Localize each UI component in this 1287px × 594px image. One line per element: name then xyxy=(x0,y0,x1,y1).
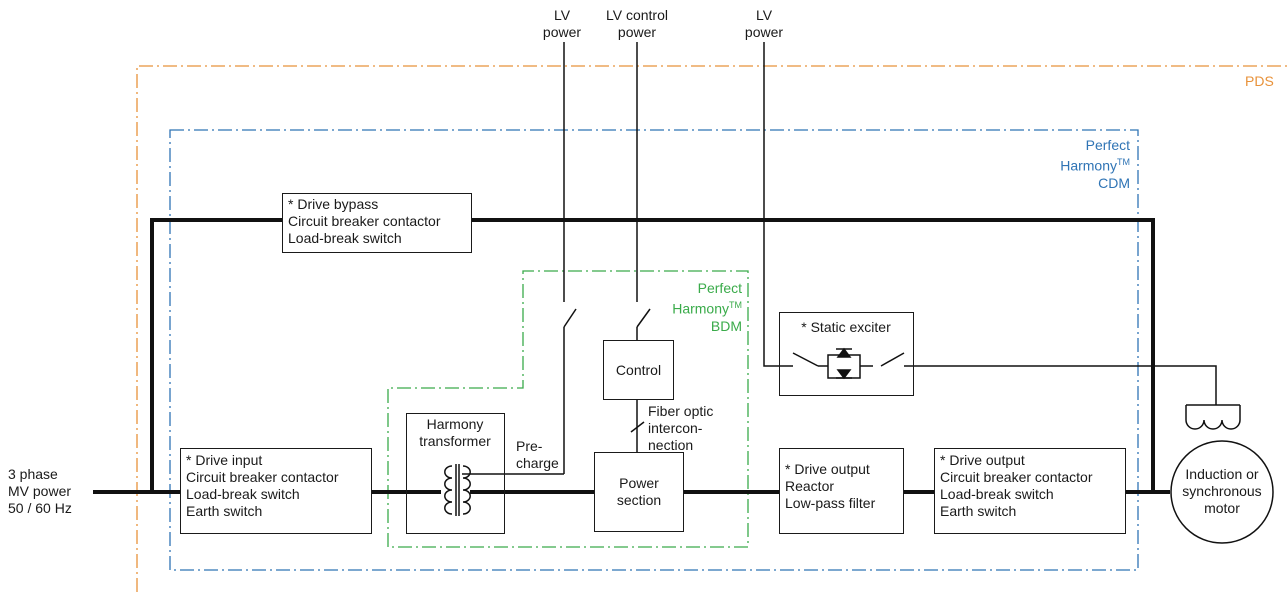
lv-control-power-line xyxy=(630,42,651,452)
bdm-boundary xyxy=(387,270,749,548)
motor-circle xyxy=(1170,440,1274,544)
main-bus xyxy=(93,218,1170,494)
transformer-icon xyxy=(444,464,471,516)
switch-icon xyxy=(636,308,651,328)
control-box: Control xyxy=(603,340,674,400)
pds-label: PDS xyxy=(1245,73,1274,89)
bdm-label: Perfect HarmonyTM BDM xyxy=(672,280,742,334)
static-exciter-box: * Static exciter xyxy=(779,312,914,396)
cdm-boundary xyxy=(169,129,1139,571)
lv-power-1-line xyxy=(462,42,577,475)
motor-winding-icon xyxy=(1185,404,1241,430)
precharge-label: Pre-charge xyxy=(516,438,559,471)
pds-boundary xyxy=(136,65,1287,592)
cdm-label: Perfect HarmonyTM CDM xyxy=(1060,137,1130,191)
lv-power-2-line xyxy=(763,42,793,367)
thyristor-icon xyxy=(792,347,1217,405)
switch-icon xyxy=(563,308,577,328)
